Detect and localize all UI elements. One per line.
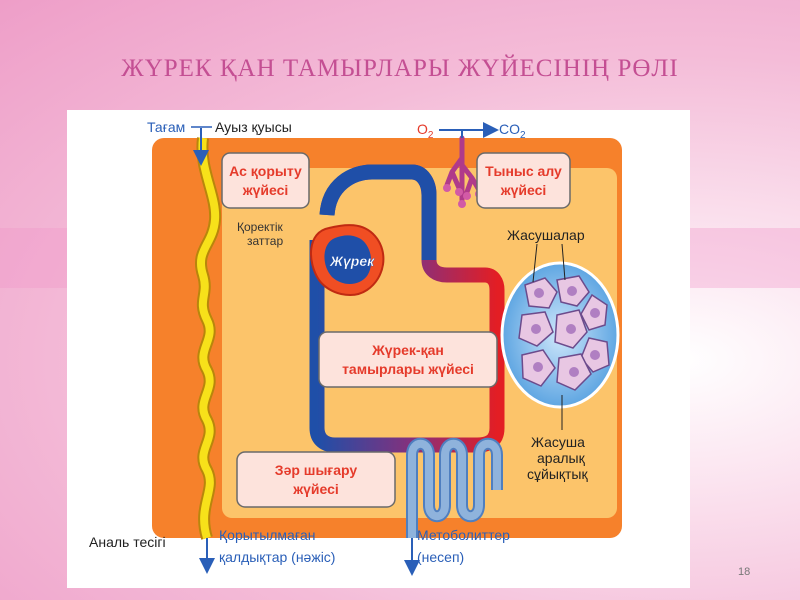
metabolites-label-line1: Метоболиттер — [417, 527, 510, 543]
page-number: 18 — [738, 566, 751, 578]
heart-label: Жүрек — [329, 253, 375, 269]
nutrients-label-line1: Қоректік — [237, 220, 284, 234]
respiratory-box-line1: Тыныс алу — [485, 163, 562, 179]
cardiovascular-box-line2: тамырлары жүйесі — [342, 361, 474, 377]
gas-exchange-line — [439, 129, 492, 138]
diagram-panel: Ас қорыту жүйесі Тыныс алу жүйесі Жүрек-… — [67, 110, 690, 588]
digestive-box-line2: жүйесі — [242, 182, 289, 198]
co2-label: CO2 — [499, 121, 526, 141]
cardiovascular-system-box: Жүрек-қан тамырлары жүйесі — [318, 331, 498, 388]
food-label: Тағам — [147, 119, 185, 135]
interstitial-label-line1: Жасуша — [531, 434, 585, 450]
cells-label: Жасушалар — [507, 227, 585, 243]
digestive-box-line1: Ас қорыту — [229, 163, 302, 179]
vena-cava — [319, 164, 437, 260]
cardiovascular-box-line1: Жүрек-қан — [371, 342, 444, 358]
interstitial-label-line3: сұйықтық — [527, 466, 588, 482]
cells-pointer-2 — [561, 243, 566, 281]
respiratory-system-box: Тыныс алу жүйесі — [476, 152, 571, 209]
undigested-label-line2: қалдықтар (нәжіс) — [219, 549, 335, 565]
slide-title: ЖҮРЕК ҚАН ТАМЫРЛАРЫ ЖҮЙЕСІНІҢ РӨЛІ — [121, 55, 679, 82]
respiratory-box-line2: жүйесі — [500, 182, 547, 198]
excretory-box-line1: Зәр шығару — [275, 462, 358, 478]
excretory-system-box: Зәр шығару жүйесі — [236, 451, 396, 508]
digestive-system-box: Ас қорыту жүйесі — [221, 152, 310, 209]
cells-pointer-1 — [532, 243, 538, 283]
tissue-cells — [500, 261, 620, 409]
mouth-label: Ауыз қуысы — [215, 119, 292, 135]
o2-label: O2 — [417, 121, 434, 141]
metabolites-label-line2: (несеп) — [417, 549, 464, 565]
undigested-label-line1: Қорытылмаған — [219, 527, 315, 543]
heart-illustration — [309, 224, 385, 296]
excretory-box-line2: жүйесі — [292, 481, 339, 497]
anus-label: Аналь тесігі — [89, 534, 166, 550]
nutrients-label-line2: заттар — [247, 234, 283, 248]
interstitial-label-line2: аралық — [537, 450, 586, 466]
digestive-tract — [197, 137, 220, 540]
kidney-tubule — [408, 439, 501, 538]
circulatory-diagram: Ас қорыту жүйесі Тыныс алу жүйесі Жүрек-… — [89, 119, 622, 576]
